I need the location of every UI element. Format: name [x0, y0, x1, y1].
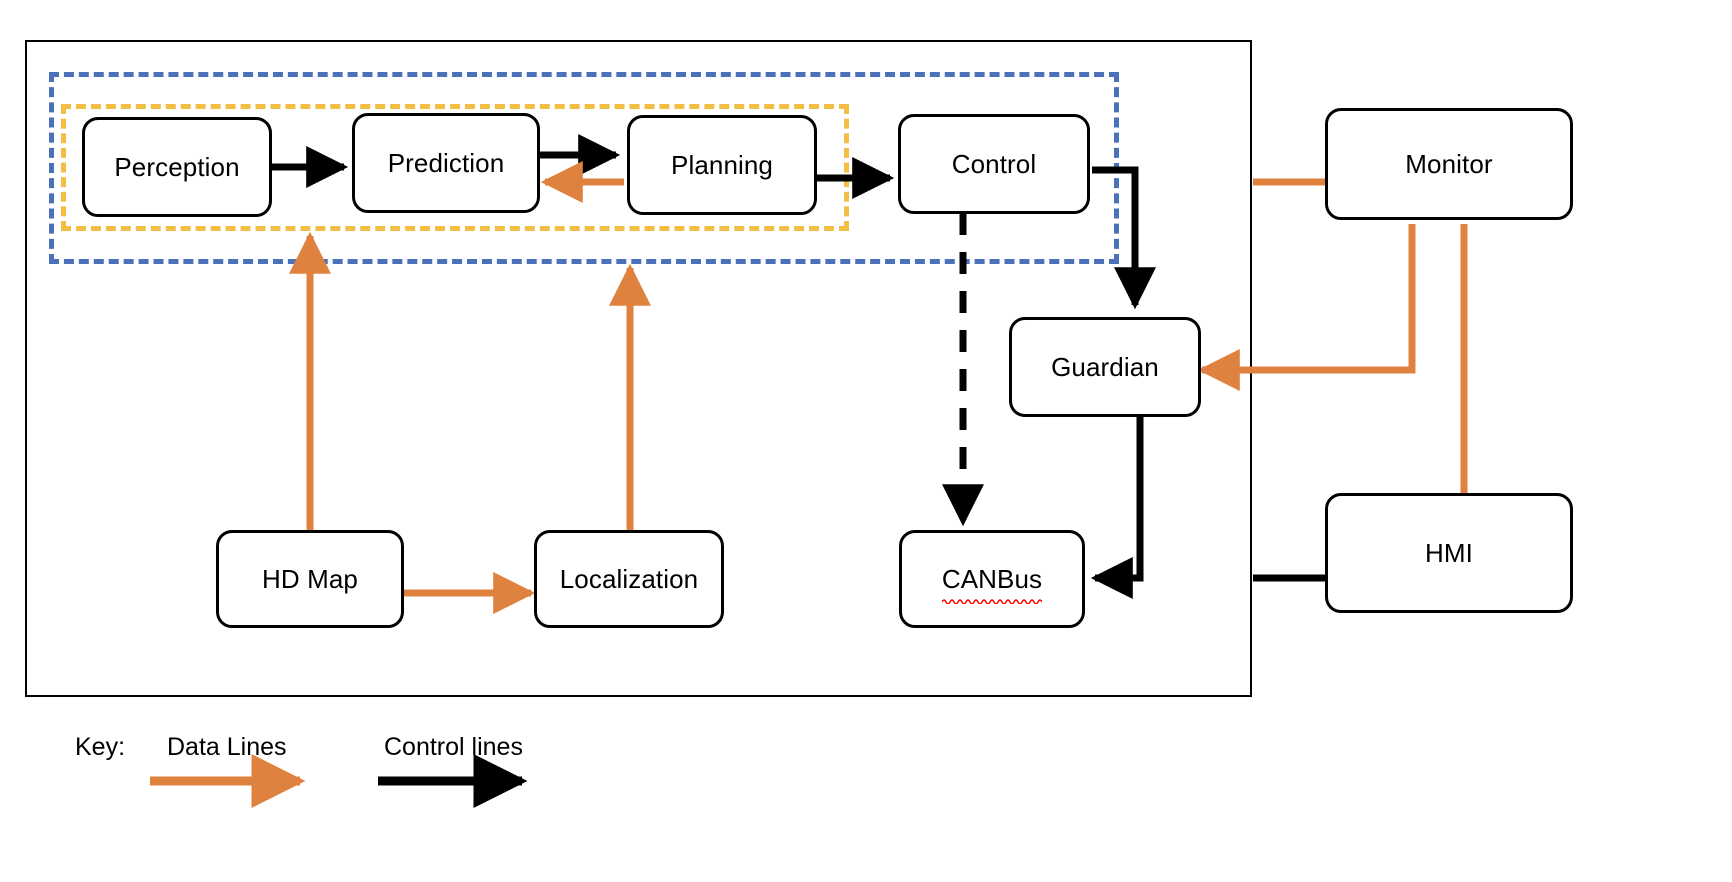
amber-dashed-group-frame: [61, 104, 849, 231]
legend-key-label: Key:: [75, 733, 126, 761]
node-hmi[interactable]: HMI: [1325, 493, 1573, 613]
